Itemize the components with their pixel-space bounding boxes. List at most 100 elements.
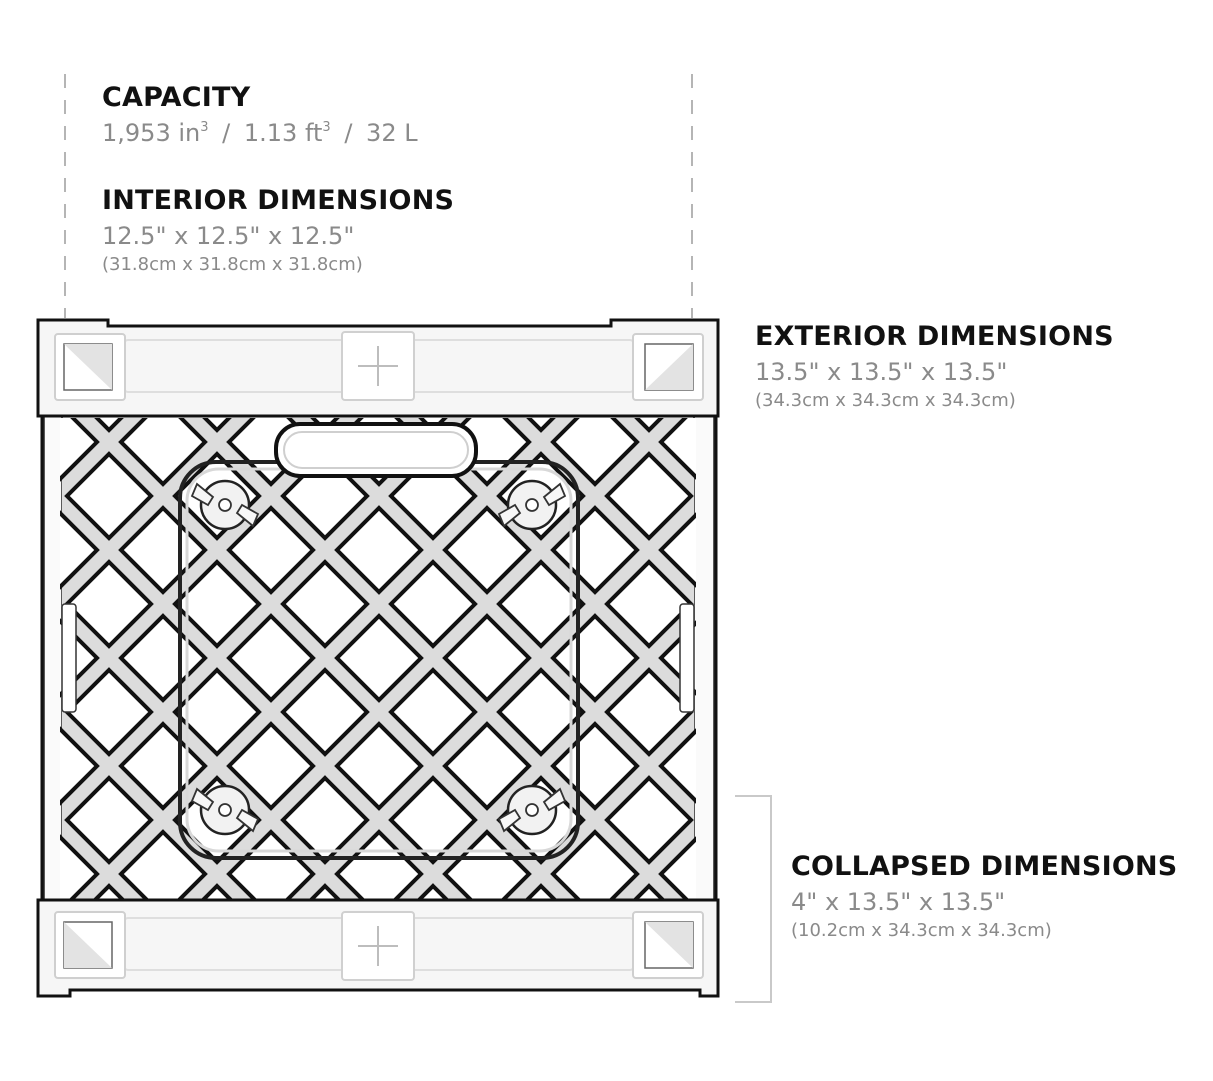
lattice-opening [226,505,316,595]
lattice-opening [283,994,367,1078]
lattice-opening [715,994,799,1078]
collapsed-dimensions-block: COLLAPSED DIMENSIONS 4" x 13.5" x 13.5" … [791,853,1177,940]
lattice-opening [226,829,316,899]
lattice-opening [658,418,696,480]
lattice-opening [715,778,799,862]
lattice-opening [607,994,691,1078]
lattice-opening [60,726,100,806]
lattice-opening [0,994,43,1078]
capacity-liters: 32 L [366,119,418,147]
capacity-separator: / [222,119,231,147]
right-side-clip [679,603,695,713]
lattice-opening [64,451,154,541]
lattice-opening [60,418,100,482]
lattice-opening [526,418,556,433]
lattice-opening [550,829,640,899]
lattice-opening [283,238,367,322]
interior-dimensions-block: INTERIOR DIMENSIONS 12.5" x 12.5" x 12.5… [102,187,454,274]
collapsed-imperial: 4" x 13.5" x 13.5" [791,888,1006,916]
lattice-opening [334,721,424,811]
cubic-exponent: 3 [200,120,209,135]
exterior-imperial: 13.5" x 13.5" x 13.5" [755,358,1008,386]
lattice-opening [93,883,125,899]
lattice-opening [0,778,43,862]
lattice-opening [175,238,259,322]
lattice-opening [634,418,664,433]
lattice-opening [442,505,532,595]
lattice-opening [388,775,478,865]
lattice-opening [64,775,154,865]
lattice-opening [0,454,43,538]
lattice-opening [604,667,694,757]
right-side-rail [693,411,715,906]
lattice-opening [442,829,532,899]
capacity-separator: / [344,119,353,147]
lattice-opening [658,512,696,588]
lattice-opening [604,775,694,865]
lattice-opening [0,562,43,646]
lattice-opening [550,613,640,703]
lattice-opening [0,670,43,754]
left-side-clip [61,603,77,713]
lattice-opening [442,613,532,703]
lattice-opening [715,238,799,322]
lattice-opening [118,829,208,899]
lattice-opening [715,346,799,430]
wing-nut-bottom-right [497,784,567,836]
collapsed-heading: COLLAPSED DIMENSIONS [791,851,1178,882]
lattice-opening [309,883,341,899]
lattice-opening [280,559,370,649]
lattice-opening [94,418,124,433]
lattice-opening [0,238,43,322]
lattice-opening [201,883,233,899]
top-bar [36,318,720,418]
lattice-opening [607,238,691,322]
lattice-opening [550,505,640,595]
interior-heading: INTERIOR DIMENSIONS [102,185,455,216]
lattice-opening [280,775,370,865]
lattice-opening [388,667,478,757]
interior-imperial: 12.5" x 12.5" x 12.5" [102,222,355,250]
exterior-heading: EXTERIOR DIMENSIONS [755,321,1114,352]
collapsed-height-bracket [735,795,772,1003]
lattice-opening [334,829,424,899]
lattice-opening [391,994,475,1078]
lattice-opening [496,559,586,649]
lattice-opening [334,613,424,703]
lattice-opening [604,559,694,649]
lattice-opening [499,994,583,1078]
lattice-opening [175,994,259,1078]
lattice-opening [496,667,586,757]
lattice-opening [60,834,100,899]
lattice-opening [715,670,799,754]
lattice-pattern [0,238,799,1078]
capacity-heading: CAPACITY [102,82,251,113]
handle-slot-inner [283,431,469,469]
lattice-opening [715,886,799,970]
exterior-metric: (34.3cm x 34.3cm x 34.3cm) [755,390,1016,411]
interior-metric: (31.8cm x 31.8cm x 31.8cm) [102,254,363,275]
lattice-opening [202,418,232,433]
collapsed-metric: (10.2cm x 34.3cm x 34.3cm) [791,920,1052,941]
lattice-opening [525,883,557,899]
lattice-opening [658,728,696,804]
lattice-opening [64,559,154,649]
capacity-block: CAPACITY 1,953 in3 / 1.13 ft3 / 32 L [102,84,418,145]
lattice-opening [715,562,799,646]
capacity-value: 1,953 in3 / 1.13 ft3 / 32 L [102,121,418,145]
lattice-opening [604,451,694,541]
lattice-opening [388,559,478,649]
lattice-opening [280,667,370,757]
lattice-opening [118,418,208,487]
left-side-rail [43,411,63,906]
lattice-opening [60,510,100,590]
lattice-opening [391,238,475,322]
lattice-opening [633,883,665,899]
bottom-bar [36,898,720,998]
lattice-opening [67,238,151,322]
lattice-opening [67,994,151,1078]
lattice-opening [658,836,696,899]
lattice-opening [442,721,532,811]
lattice-opening [550,721,640,811]
